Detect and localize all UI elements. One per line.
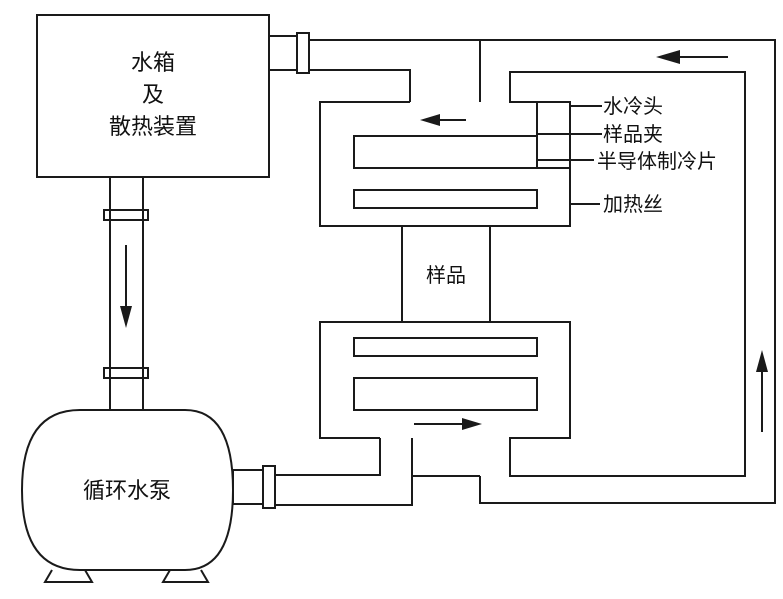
callout-peltier: 半导体制冷片 xyxy=(597,149,717,173)
tank-label-line1: 水箱 xyxy=(131,51,175,76)
circulating-pump xyxy=(20,409,235,583)
tank-outlet-fitting xyxy=(268,32,310,74)
pump-outlet-fitting xyxy=(232,465,276,509)
flow-arrow-down-head xyxy=(120,306,132,328)
callout-sample-clamp: 样品夹 xyxy=(603,122,663,146)
flow-arrow-left-top xyxy=(656,50,728,64)
callout-leaders xyxy=(537,105,602,205)
pump-label: 循环水泵 xyxy=(83,479,171,504)
flow-arrow-up-right xyxy=(756,350,768,432)
flow-arrow-right-bottom xyxy=(414,418,482,430)
tank-label-line3: 散热装置 xyxy=(109,115,197,140)
upper-heating-wire-plate xyxy=(353,189,538,209)
callout-heating-wire: 加热丝 xyxy=(603,192,663,216)
water-tank xyxy=(36,14,270,178)
sample-block xyxy=(401,225,491,323)
lower-clamp-plate xyxy=(353,377,538,411)
tank-to-pump-pipe xyxy=(103,177,149,410)
sample-label: 样品 xyxy=(426,263,466,287)
lower-heating-wire-plate xyxy=(353,337,538,357)
upper-clamp-plate xyxy=(353,135,538,169)
flow-arrow-left-block xyxy=(420,114,466,126)
return-loop-pipe xyxy=(479,39,776,504)
tank-label-line2: 及 xyxy=(142,83,164,108)
callout-water-cooling-head: 水冷头 xyxy=(603,94,663,118)
tank-to-upper-block-pipe xyxy=(309,39,481,102)
pump-to-lower-block-pipe xyxy=(275,438,413,506)
